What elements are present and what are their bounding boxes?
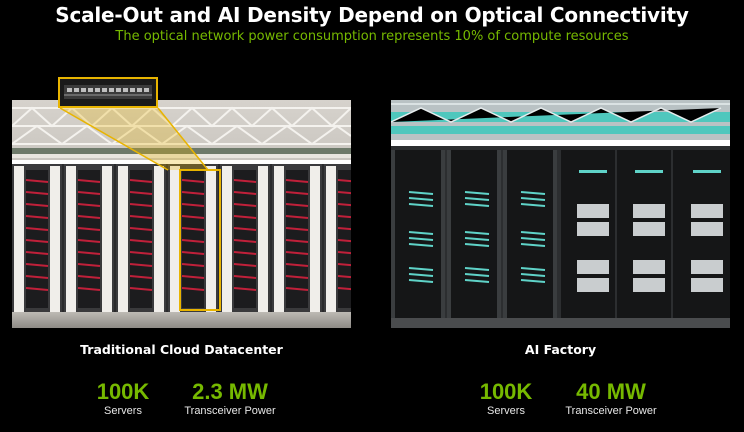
switch-closeup-inset (58, 77, 158, 108)
stat-value-power-ai: 40 MW (576, 379, 646, 404)
stat-label-servers-ai: Servers (487, 405, 525, 417)
stat-label-power-ai: Transceiver Power (565, 405, 657, 417)
network-switch-illustration (60, 79, 156, 106)
stat-label-power-traditional: Transceiver Power (184, 405, 276, 417)
highlighted-rack (179, 169, 221, 311)
stat-value-servers-traditional: 100K (96, 379, 150, 404)
server-racks-red-cabling (12, 163, 351, 313)
ai-factory-photo (391, 100, 730, 328)
ai-factory-illustration (391, 100, 730, 328)
ceiling-truss (12, 106, 351, 146)
gpu-racks-aqua-cabling (391, 149, 730, 319)
panel-title-traditional: Traditional Cloud Datacenter (80, 342, 283, 357)
stat-label-servers-traditional: Servers (104, 405, 142, 417)
gpu-compute-trays (561, 150, 730, 318)
stat-value-servers-ai: 100K (479, 379, 533, 404)
panel-title-ai-factory: AI Factory (524, 342, 597, 357)
traditional-datacenter-illustration (12, 100, 351, 328)
traditional-datacenter-photo (12, 100, 351, 328)
page-subtitle: The optical network power consumption re… (115, 29, 629, 44)
stat-value-power-traditional: 2.3 MW (192, 379, 268, 404)
page-title: Scale-Out and AI Density Depend on Optic… (55, 3, 689, 27)
cable-tray (12, 148, 351, 154)
